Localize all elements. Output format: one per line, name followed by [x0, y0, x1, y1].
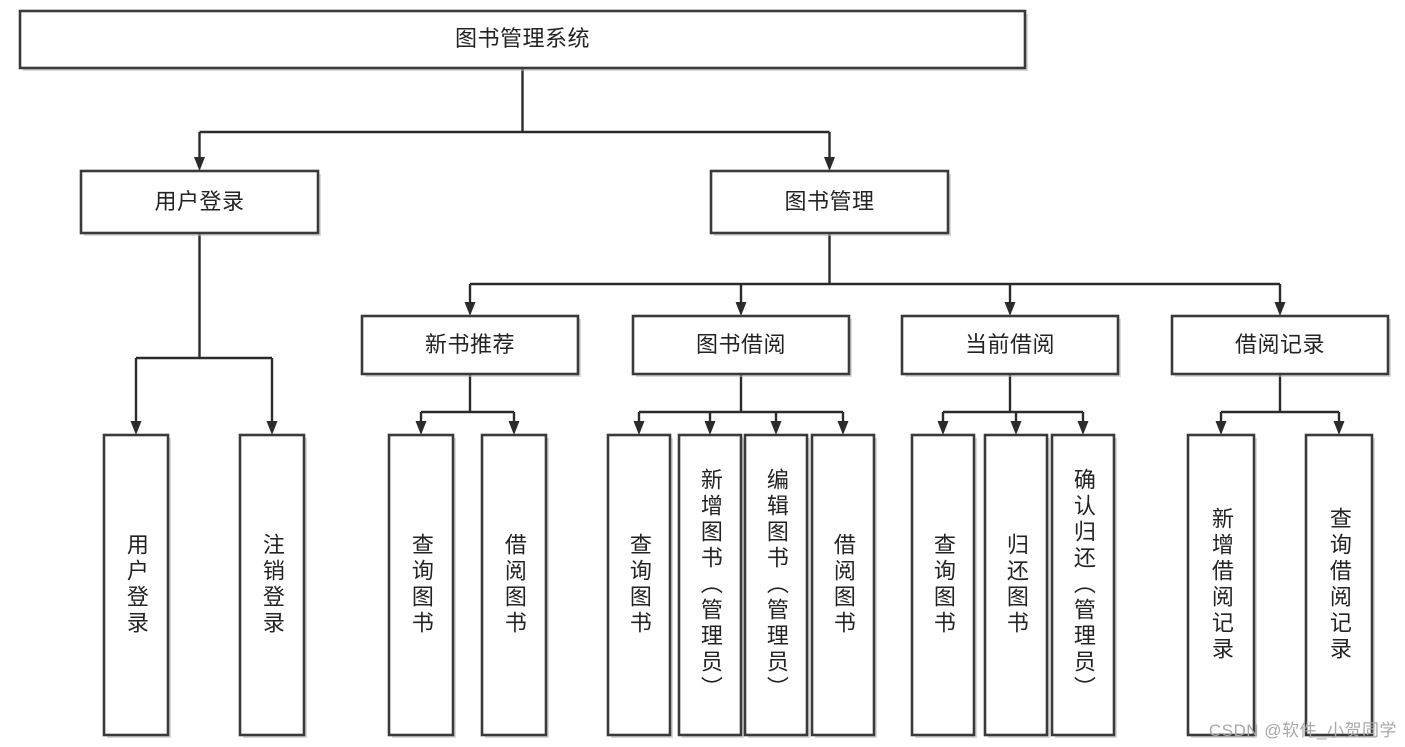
node-book-manage[interactable] — [709, 169, 950, 235]
node-leaf-add-book-admin[interactable] — [677, 433, 743, 737]
watermark-text: CSDN @软件_小贺同学 — [1208, 721, 1397, 740]
node-leaf-query-book-1[interactable] — [387, 433, 455, 737]
node-new-book-rec[interactable] — [360, 314, 580, 376]
node-root[interactable] — [18, 9, 1027, 70]
node-leaf-edit-book-admin[interactable] — [743, 433, 809, 737]
connector-layer — [130, 68, 1345, 435]
node-leaf-user-login[interactable] — [102, 433, 170, 737]
node-book-borrow[interactable] — [631, 314, 851, 376]
node-leaf-confirm-return-admin[interactable] — [1050, 433, 1116, 737]
node-leaf-query-book-3[interactable] — [910, 433, 976, 737]
node-leaf-user-logout[interactable] — [238, 433, 306, 737]
node-leaf-query-record[interactable] — [1304, 433, 1374, 737]
node-leaf-query-book-2[interactable] — [606, 433, 672, 737]
node-borrow-record[interactable] — [1170, 314, 1390, 376]
node-leaf-borrow-book-2[interactable] — [810, 433, 876, 737]
node-user-login[interactable] — [79, 169, 320, 235]
node-leaf-return-book[interactable] — [983, 433, 1049, 737]
node-leaf-add-record[interactable] — [1186, 433, 1256, 737]
node-layer — [18, 9, 1391, 738]
node-leaf-borrow-book-1[interactable] — [480, 433, 548, 737]
node-current-borrow[interactable] — [900, 314, 1120, 376]
